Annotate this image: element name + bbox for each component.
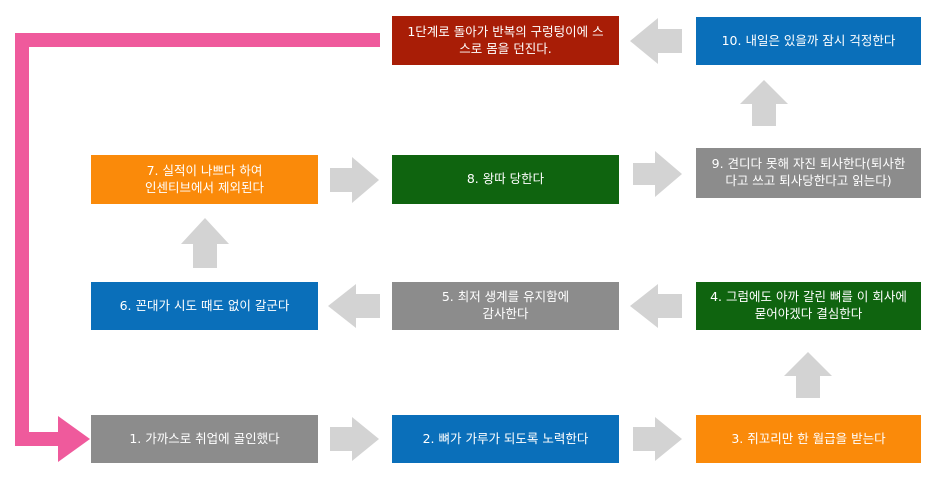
step-9-box: 9. 견디다 못해 자진 퇴사한다(퇴사한 다고 쓰고 퇴사당한다고 읽는다) [696, 148, 921, 198]
loop-back-arrowhead [58, 416, 90, 462]
arrow-5-to-6 [328, 284, 380, 328]
step-5-box: 5. 최저 생계를 유지함에 감사한다 [392, 282, 619, 330]
arrow-3-to-4 [784, 352, 832, 398]
arrow-4-to-5 [630, 284, 682, 328]
arrow-2-to-3 [633, 417, 682, 461]
arrow-8-to-9 [633, 151, 682, 197]
loop-back-line [15, 33, 380, 446]
step-7-box: 7. 실적이 나쁘다 하여 인센티브에서 제외된다 [91, 155, 318, 204]
step-2-box: 2. 뼈가 가루가 되도록 노력한다 [392, 415, 619, 463]
return-to-step-1-box: 1단계로 돌아가 반복의 구렁텅이에 스 스로 몸을 던진다. [392, 16, 619, 65]
step-8-box: 8. 왕따 당한다 [392, 155, 619, 204]
arrow-10-to-return [630, 18, 682, 64]
arrow-7-to-8 [330, 157, 379, 203]
step-4-box: 4. 그럼에도 아까 갈린 뼈를 이 회사에 묻어야겠다 결심한다 [696, 282, 921, 330]
arrow-1-to-2 [330, 417, 379, 461]
step-6-box: 6. 꼰대가 시도 때도 없이 갈군다 [91, 282, 318, 330]
step-10-box: 10. 내일은 있을까 잠시 걱정한다 [696, 17, 921, 65]
arrow-9-to-10 [740, 80, 788, 126]
arrow-6-to-7 [181, 218, 229, 268]
step-1-box: 1. 가까스로 취업에 골인했다 [91, 415, 318, 463]
step-3-box: 3. 쥐꼬리만 한 월급을 받는다 [696, 415, 921, 463]
